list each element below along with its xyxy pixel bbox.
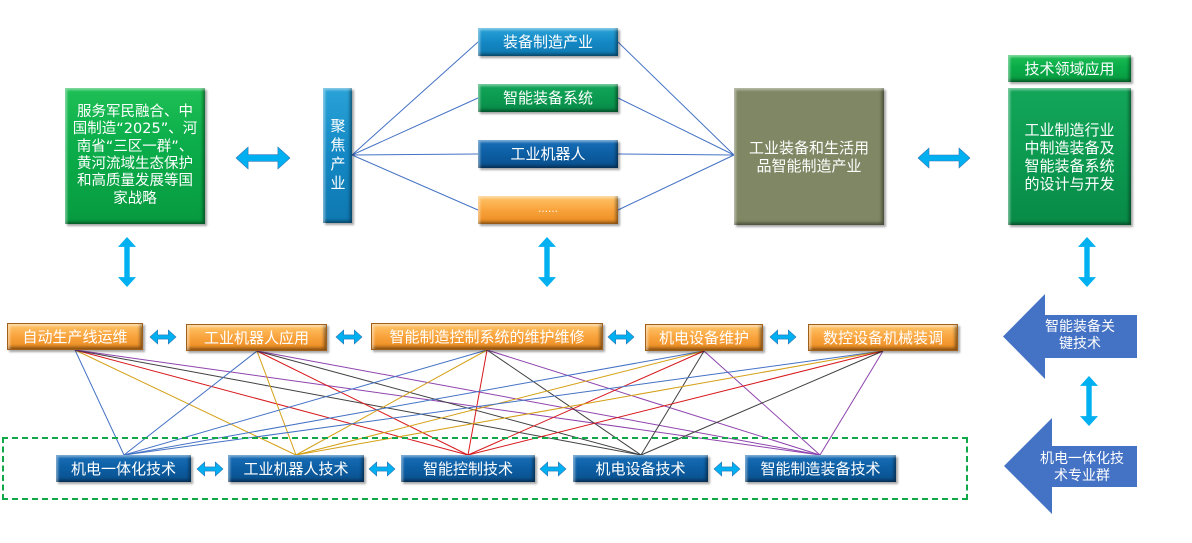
job-label: 工业机器人应用 (203, 328, 309, 347)
job-label: 机电设备维护 (658, 328, 749, 347)
focus-industry-line (351, 154, 479, 211)
tech-domain-header-text: 技术领域应用 (1024, 59, 1115, 78)
side-arrow-group-label: 机电一体化技术专业群 (1036, 446, 1128, 490)
double-arrow-tech-link (713, 461, 741, 477)
job-label: 自动生产线运维 (22, 327, 128, 346)
tech-box-intelligent-control: 智能控制技术 (401, 455, 535, 482)
industry-label: 工业机器人 (510, 145, 586, 163)
double-arrow-job-link (607, 329, 635, 345)
industry-box-intelligent-system: 智能装备系统 (478, 84, 618, 112)
industry-target-line (617, 41, 735, 156)
job-box-control-maintenance: 智能制造控制系统的维护维修 (371, 323, 603, 350)
tech-box-electromechanical: 机电设备技术 (573, 455, 708, 482)
tech-group-frame (2, 437, 968, 500)
job-box-cnc-assembly: 数控设备机械装调 (808, 324, 958, 351)
tech-domain-box: 工业制造行业中制造装备及智能装备系统的设计与开发 (1008, 88, 1131, 225)
industry-label: 装备制造产业 (502, 33, 593, 51)
tech-domain-text: 工业制造行业中制造装备及智能装备系统的设计与开发 (1024, 120, 1115, 193)
side-arrow-key-tech-label: 智能装备关键技术 (1040, 314, 1120, 358)
double-arrow-strategy-down (118, 237, 136, 287)
double-arrow-target-domain (917, 147, 971, 169)
tech-domain-header: 技术领域应用 (1008, 55, 1131, 82)
double-arrow-job-link (149, 329, 177, 345)
double-arrow-job-link (769, 329, 797, 345)
tech-label: 机电设备技术 (595, 459, 686, 478)
national-strategy-text: 服务军民融合、中国制造“2025”、河南省“三区一群”、黄河流域生态保护和高质量… (72, 103, 198, 207)
tech-label: 工业机器人技术 (243, 459, 349, 478)
tech-label: 智能制造装备技术 (760, 459, 881, 478)
industry-target-line (617, 97, 735, 156)
focus-industry-line (351, 97, 479, 156)
double-arrow-industry-down (538, 237, 556, 287)
industry-label: …… (538, 204, 558, 215)
double-arrow-tech-link (196, 461, 224, 477)
industry-target-line (617, 154, 735, 211)
focus-industry-line (351, 41, 479, 156)
double-arrow-tech-link (368, 461, 396, 477)
tech-box-robot: 工业机器人技术 (228, 455, 364, 482)
focus-industry-line (351, 153, 479, 156)
side-arrow-key-tech (1003, 294, 1137, 379)
job-box-production-line: 自动生产线运维 (7, 323, 143, 350)
industry-box-robot: 工业机器人 (478, 140, 618, 168)
double-arrow-tech-link (539, 461, 567, 477)
target-industry-box: 工业装备和生活用品智能制造产业 (734, 88, 884, 225)
side-arrow-text: 机电一体化技术专业群 (1040, 451, 1124, 484)
industry-box-equipment: 装备制造产业 (478, 28, 618, 56)
tech-box-intelligent-manufacturing: 智能制造装备技术 (745, 455, 896, 482)
industry-label: 智能装备系统 (502, 89, 593, 107)
side-arrow-professional-group (1004, 418, 1137, 514)
job-label: 智能制造控制系统的维护维修 (389, 327, 585, 346)
double-arrow-strategy-focus (235, 146, 291, 170)
double-arrow-job-link (335, 329, 363, 345)
tech-label: 机电一体化技术 (70, 459, 176, 478)
tech-label: 智能控制技术 (422, 459, 513, 478)
side-arrow-text: 智能装备关键技术 (1045, 319, 1115, 352)
job-box-robot-application: 工业机器人应用 (186, 324, 327, 351)
focus-industry-text: 聚焦产业 (328, 117, 347, 194)
industry-box-more: …… (478, 196, 618, 224)
tech-box-mechatronics: 机电一体化技术 (56, 455, 191, 482)
industry-target-line (617, 153, 735, 156)
job-box-equipment-maintenance: 机电设备维护 (645, 324, 763, 351)
focus-industry-box: 聚焦产业 (323, 88, 352, 223)
double-arrow-side-middle (1080, 376, 1098, 426)
target-industry-text: 工业装备和生活用品智能制造产业 (748, 138, 869, 175)
job-label: 数控设备机械装调 (822, 328, 943, 347)
double-arrow-domain-down (1078, 237, 1096, 287)
national-strategy-box: 服务军民融合、中国制造“2025”、河南省“三区一群”、黄河流域生态保护和高质量… (65, 88, 205, 224)
